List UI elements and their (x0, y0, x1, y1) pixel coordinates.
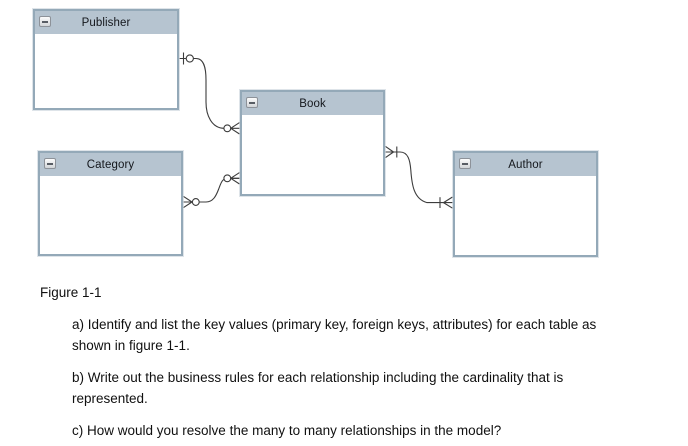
author-title: Author (508, 158, 543, 171)
entity-table-category: Category (38, 151, 183, 256)
category-header: Category (40, 153, 181, 178)
book-header: Book (242, 92, 383, 117)
category-title: Category (86, 158, 135, 171)
book-title: Book (299, 97, 326, 110)
entity-table-book: Book (240, 90, 385, 196)
publisher-body (35, 34, 177, 108)
questions-block: a) Identify and list the key values (pri… (72, 314, 672, 446)
author-header: Author (455, 153, 596, 178)
connector-category-book (183, 172, 240, 209)
crow-foot-book-upper (230, 122, 240, 135)
entity-table-author: Author (453, 151, 598, 257)
crow-foot-category (183, 195, 193, 209)
connector-book-author (385, 145, 453, 209)
author-body (455, 176, 596, 255)
zero-circle-publisher (185, 54, 194, 63)
question-b: b) Write out the business rules for each… (72, 370, 564, 406)
relationship-connectors (179, 52, 453, 209)
collapse-minus-icon[interactable] (246, 97, 258, 108)
category-body (40, 176, 181, 254)
question-c: c) How would you resolve the many to man… (72, 423, 502, 438)
crow-foot-book-right (385, 145, 394, 159)
collapse-minus-icon[interactable] (39, 16, 51, 27)
collapse-minus-icon[interactable] (44, 158, 56, 169)
crow-foot-book-lower (230, 172, 240, 185)
zero-circle-book-upper (223, 124, 232, 133)
collapse-minus-icon[interactable] (459, 158, 471, 169)
figure-caption: Figure 1-1 (40, 285, 102, 300)
zero-circle-book-lower (223, 174, 232, 183)
entity-table-publisher: Publisher (33, 9, 179, 110)
connector-publisher-book (179, 52, 240, 135)
crow-foot-author (443, 196, 453, 209)
publisher-header: Publisher (35, 11, 177, 36)
book-body (242, 115, 383, 194)
zero-circle-category (191, 198, 200, 206)
publisher-title: Publisher (81, 16, 131, 29)
question-a: a) Identify and list the key values (pri… (72, 317, 597, 353)
